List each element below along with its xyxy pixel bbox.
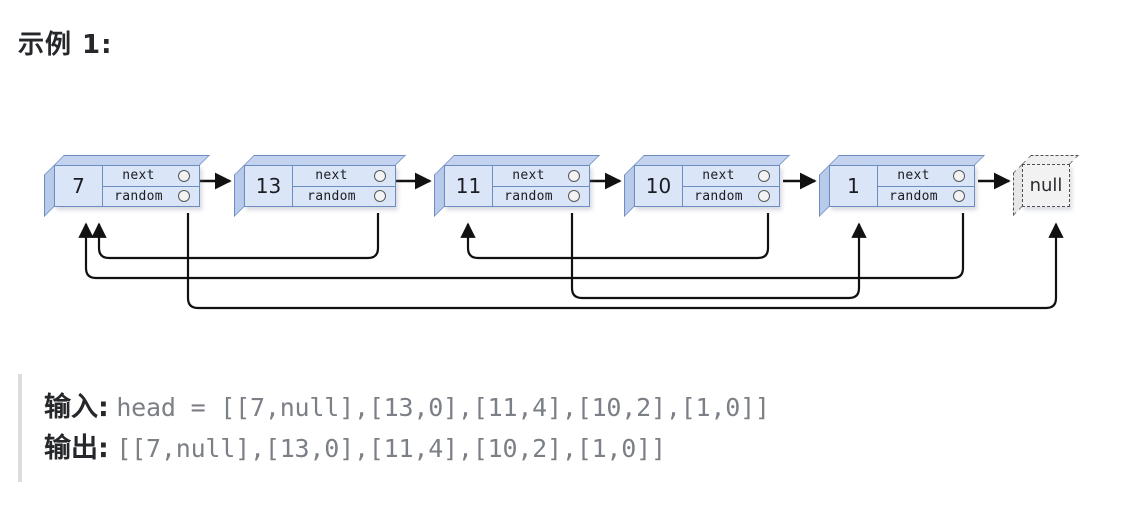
node-random-row: random	[293, 187, 395, 207]
node-next-row: next	[878, 166, 974, 187]
list-node[interactable]: 13 next random	[234, 155, 406, 217]
random-port-dot[interactable]	[568, 190, 580, 203]
list-node[interactable]: 1 next random	[819, 155, 985, 217]
next-port-dot[interactable]	[953, 169, 965, 182]
list-node[interactable]: 7 next random	[44, 155, 210, 217]
random-label: random	[504, 188, 553, 204]
random-arrow-3-to-2	[460, 213, 770, 260]
random-port-dot[interactable]	[953, 190, 965, 203]
next-label: next	[122, 168, 155, 184]
node-random-row: random	[683, 187, 779, 207]
example-io-block: 输入: head = [[7,null],[13,0],[11,4],[10,2…	[18, 374, 770, 482]
null-label: null	[1022, 164, 1070, 207]
node-body: 10 next random	[634, 165, 780, 207]
output-line: 输出: [[7,null],[13,0],[11,4],[10,2],[1,0]…	[44, 428, 770, 469]
next-label: next	[512, 168, 545, 184]
null-left-face	[1013, 164, 1022, 216]
node-value: 13	[245, 166, 293, 206]
list-node[interactable]: 11 next random	[434, 155, 600, 217]
node-random-row: random	[493, 187, 589, 207]
node-body: 1 next random	[829, 165, 975, 207]
next-port-dot[interactable]	[178, 169, 190, 182]
node-value: 7	[55, 166, 103, 206]
node-next-row: next	[293, 166, 395, 187]
random-arrow-1-to-0	[91, 213, 380, 260]
input-label: 输入:	[44, 392, 109, 423]
random-label: random	[694, 188, 743, 204]
node-fields: next random	[683, 166, 779, 206]
node-top-face	[444, 155, 600, 165]
node-top-face	[244, 155, 406, 165]
next-port-dot[interactable]	[758, 169, 770, 182]
null-terminator-node: null	[1013, 155, 1079, 216]
node-top-face	[54, 155, 210, 165]
random-arrow-2-to-4	[570, 213, 867, 300]
random-arrow-0-to-null	[186, 213, 1064, 310]
node-value: 1	[830, 166, 878, 206]
node-random-row: random	[878, 187, 974, 207]
node-body: 11 next random	[444, 165, 590, 207]
next-port-dot[interactable]	[374, 169, 386, 182]
node-fields: next random	[493, 166, 589, 206]
output-label: 输出:	[44, 433, 109, 464]
node-value: 10	[635, 166, 683, 206]
next-label: next	[315, 168, 348, 184]
random-label: random	[114, 188, 163, 204]
pointer-arrows-layer	[78, 172, 1064, 310]
page-title: 示例 1:	[18, 30, 113, 60]
node-fields: next random	[103, 166, 199, 206]
random-port-dot[interactable]	[758, 190, 770, 203]
node-random-row: random	[103, 187, 199, 207]
node-body: 13 next random	[244, 165, 396, 207]
null-top-face	[1022, 155, 1079, 164]
input-value: head = [[7,null],[13,0],[11,4],[10,2],[1…	[116, 393, 770, 422]
node-top-face	[829, 155, 985, 165]
random-arrow-4-to-0	[78, 213, 965, 280]
node-top-face	[634, 155, 790, 165]
linked-list-diagram: 7 next random 13	[44, 155, 1079, 310]
list-node[interactable]: 10 next random	[624, 155, 790, 217]
random-label: random	[889, 188, 938, 204]
random-port-dot[interactable]	[178, 190, 190, 203]
node-value: 11	[445, 166, 493, 206]
next-port-dot[interactable]	[568, 169, 580, 182]
input-line: 输入: head = [[7,null],[13,0],[11,4],[10,2…	[44, 387, 770, 428]
node-next-row: next	[493, 166, 589, 187]
node-fields: next random	[293, 166, 395, 206]
random-label: random	[307, 188, 356, 204]
next-label: next	[897, 168, 930, 184]
node-next-row: next	[103, 166, 199, 187]
output-value: [[7,null],[13,0],[11,4],[10,2],[1,0]]	[116, 434, 666, 463]
next-label: next	[702, 168, 735, 184]
node-next-row: next	[683, 166, 779, 187]
random-port-dot[interactable]	[374, 190, 386, 203]
node-fields: next random	[878, 166, 974, 206]
node-body: 7 next random	[54, 165, 200, 207]
